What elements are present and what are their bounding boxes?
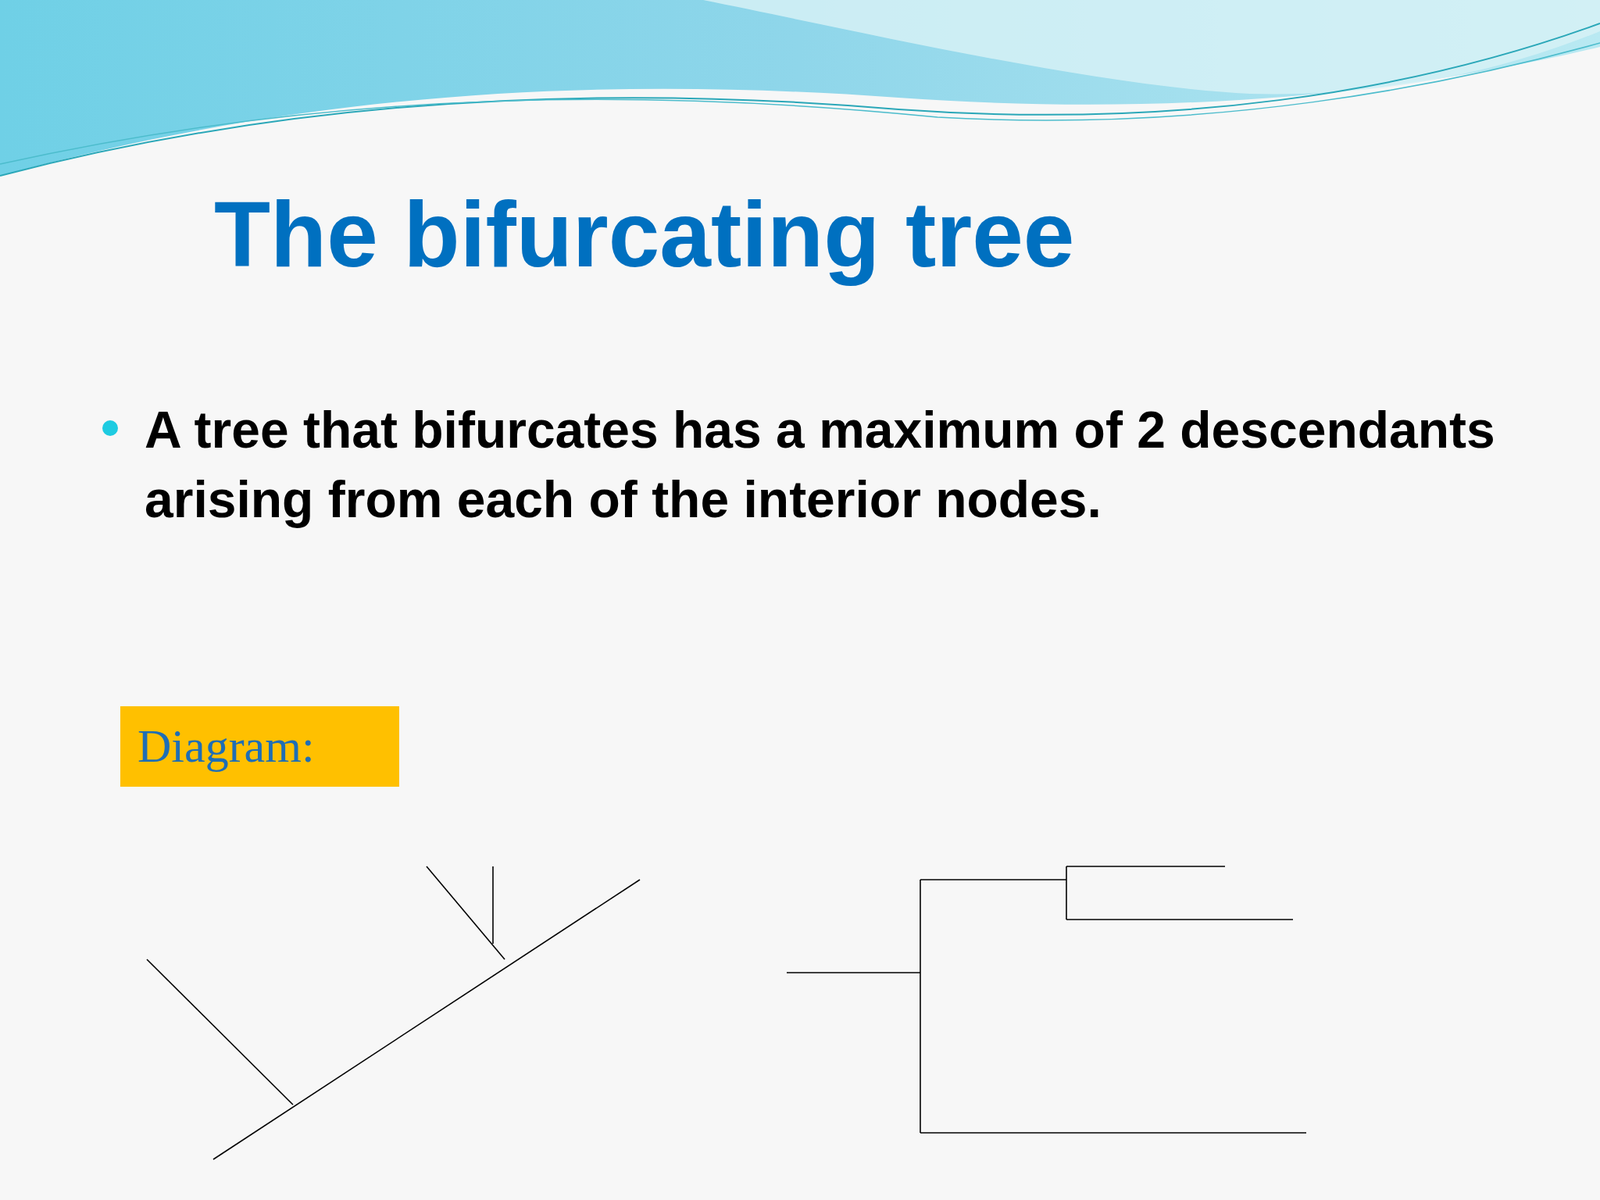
unrooted-tree [146, 866, 640, 1160]
tree-branch [1066, 918, 1293, 921]
wave-line [0, 42, 1600, 165]
slide-title: The bifurcating tree [214, 184, 1075, 286]
tree-branch [1065, 866, 1068, 920]
tree-branch [492, 866, 494, 944]
tree-branch [146, 959, 293, 1105]
box-label: Diagram: [137, 719, 383, 774]
bullet-text: A tree that bifurcates has a maximum of … [144, 395, 1504, 535]
tree-branch [213, 879, 640, 1160]
tree-branch [919, 879, 922, 1133]
header-wave [0, 0, 1600, 176]
tree-branch [920, 878, 1067, 881]
tree-branch [426, 866, 505, 960]
header-wave-highlight [703, 0, 1600, 94]
wave-line [0, 23, 1600, 176]
bullet-dot [102, 420, 118, 436]
tree-branch [1066, 865, 1225, 868]
rooted-tree [786, 866, 1307, 1133]
tree-branch [786, 971, 921, 974]
tree-branch [920, 1132, 1307, 1134]
label-box: Diagram: [120, 706, 400, 787]
